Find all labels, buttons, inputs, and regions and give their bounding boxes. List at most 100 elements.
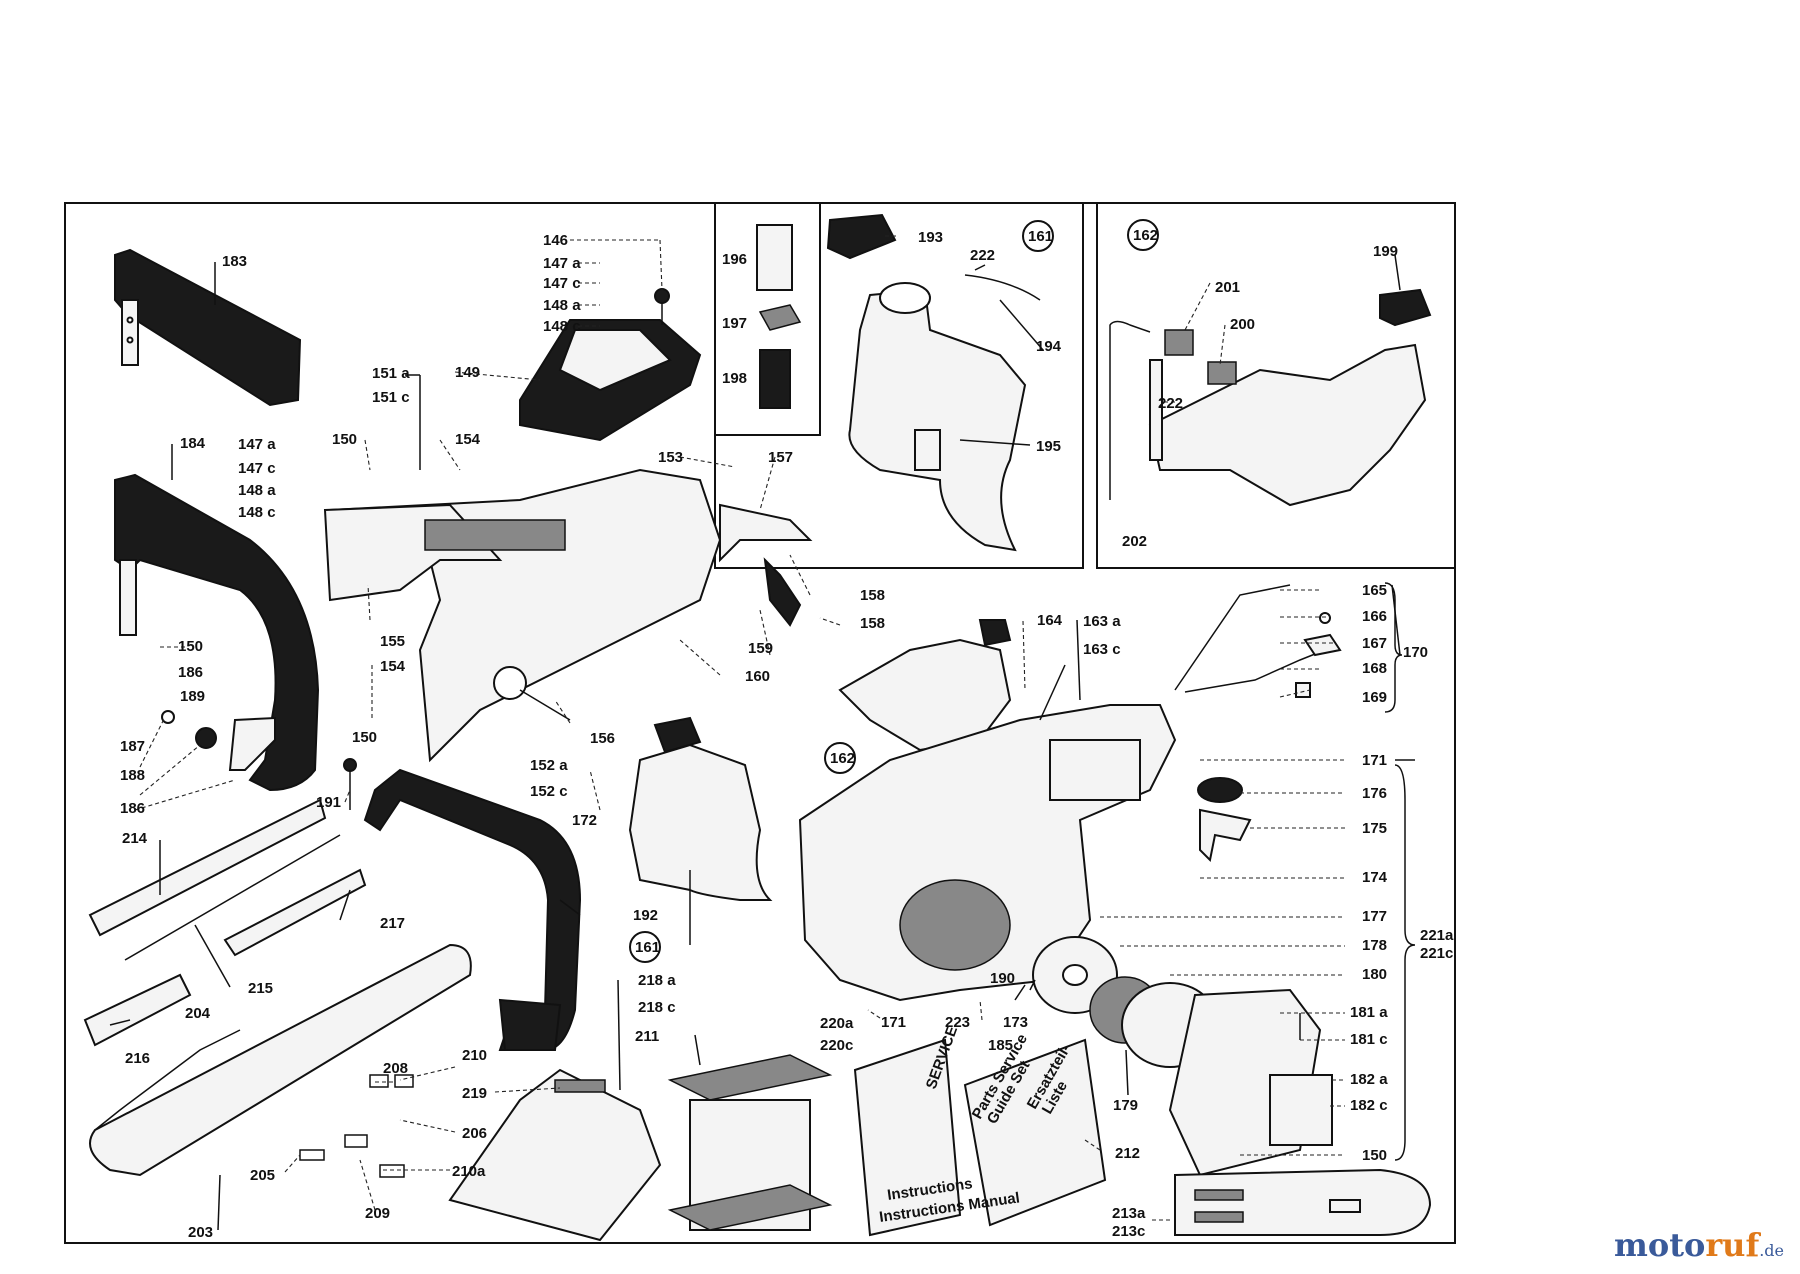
tools-214-217	[88, 798, 367, 961]
callout-155: 155	[380, 633, 405, 650]
callout-206: 206	[462, 1125, 487, 1142]
parts-artwork	[83, 213, 1432, 1242]
callout-170: 170	[1403, 644, 1428, 661]
callout-164: 164	[1037, 612, 1063, 629]
callout-199: 199	[1373, 243, 1398, 260]
throttle-157	[719, 503, 813, 627]
callout-171-b: 171	[881, 1014, 906, 1031]
grouping-braces	[1384, 582, 1416, 1161]
engine-housing-163	[798, 704, 1177, 1002]
callout-147a-top: 147 a	[543, 255, 581, 272]
callout-161-box: 161	[1028, 228, 1053, 245]
callout-220a: 220a	[820, 1015, 854, 1032]
callout-192: 192	[633, 907, 658, 924]
callout-209: 209	[365, 1205, 390, 1222]
callout-203: 203	[188, 1224, 213, 1241]
callout-circle-162-box	[1127, 219, 1159, 251]
oil-tank-lower	[838, 619, 1012, 752]
brand-name: motoruf	[1613, 1226, 1760, 1264]
callout-165: 165	[1362, 582, 1387, 599]
callout-166: 166	[1362, 608, 1387, 625]
callout-180: 180	[1362, 966, 1387, 983]
callout-158-a: 158	[860, 587, 885, 604]
callout-150-a: 150	[332, 431, 357, 448]
callout-189: 189	[180, 688, 205, 705]
callout-211: 211	[635, 1028, 659, 1045]
callout-177: 177	[1362, 908, 1387, 925]
callout-148c-top: 148 c	[543, 318, 581, 335]
brand-tld: .de	[1759, 1241, 1784, 1260]
callout-162-main: 162	[830, 750, 855, 767]
callout-148c: 148 c	[238, 504, 276, 521]
callout-147a: 147 a	[238, 436, 276, 453]
callout-191: 191	[316, 794, 341, 811]
callout-161-main: 161	[635, 939, 660, 956]
callout-220c: 220c	[820, 1037, 853, 1054]
callout-186-a: 186	[178, 664, 203, 681]
circled-callouts	[629, 219, 1159, 963]
callout-circle-161-main	[629, 931, 661, 963]
callout-222-a: 222	[970, 247, 995, 264]
callout-149: 149	[455, 364, 480, 381]
callout-202: 202	[1122, 533, 1147, 550]
fuel-tank-lower	[628, 716, 773, 901]
callout-176: 176	[1362, 785, 1387, 802]
front-handle-184	[114, 473, 320, 792]
callout-156: 156	[590, 730, 615, 747]
callout-184: 184	[180, 435, 206, 452]
callout-214: 214	[122, 830, 148, 847]
callout-circle-161-box	[1022, 220, 1054, 252]
callout-222-b: 222	[1158, 395, 1183, 412]
tool-bag-218	[448, 1068, 662, 1242]
callout-150-c: 150	[352, 729, 377, 746]
callout-201: 201	[1215, 279, 1240, 296]
oil-tank-162	[1109, 288, 1432, 507]
ignition-parts	[1174, 584, 1342, 698]
file-handle-216	[83, 973, 192, 1047]
callout-186-b: 186	[120, 800, 145, 817]
callout-151a: 151 a	[372, 365, 410, 382]
callout-197: 197	[722, 315, 747, 332]
callout-174: 174	[1362, 869, 1388, 886]
filters-196-198	[756, 224, 802, 409]
rear-handle-192	[363, 768, 582, 1051]
callout-210a: 210a	[452, 1163, 486, 1180]
callout-154-a: 154	[455, 431, 481, 448]
callout-146: 146	[543, 232, 568, 249]
callout-187: 187	[120, 738, 145, 755]
callout-159: 159	[748, 640, 773, 657]
callout-183: 183	[222, 253, 247, 270]
callout-160: 160	[745, 668, 770, 685]
callout-218a: 218 a	[638, 972, 676, 989]
brand-watermark: motoruf.de	[1614, 1226, 1784, 1264]
callout-152a: 152 a	[530, 757, 568, 774]
callout-173: 173	[1003, 1014, 1028, 1031]
callout-194: 194	[1036, 338, 1062, 355]
starter-parts	[1032, 777, 1333, 1177]
callout-188: 188	[120, 767, 145, 784]
callout-158-b: 158	[860, 615, 885, 632]
callout-205: 205	[250, 1167, 275, 1184]
callout-193: 193	[918, 229, 943, 246]
callout-labels: 146 147 a 147 c 148 a 148 c 149 151 a 15…	[120, 227, 1454, 1241]
callout-circle-162-main	[824, 742, 856, 774]
callout-163a: 163 a	[1083, 613, 1121, 630]
scabbard-213	[1174, 1168, 1432, 1236]
callout-154-b: 154	[380, 658, 406, 675]
callout-182a: 182 a	[1350, 1071, 1388, 1088]
callout-167: 167	[1362, 635, 1387, 652]
callout-221a: 221a	[1420, 927, 1454, 944]
callout-171-a: 171	[1362, 752, 1387, 769]
callout-219: 219	[462, 1085, 487, 1102]
callout-181a: 181 a	[1350, 1004, 1388, 1021]
callout-218c: 218 c	[638, 999, 676, 1016]
callout-162-box: 162	[1133, 227, 1158, 244]
callout-163c: 163 c	[1083, 641, 1121, 658]
callout-195: 195	[1036, 438, 1061, 455]
chain-guard-183	[114, 248, 302, 407]
callout-148a-top: 148 a	[543, 297, 581, 314]
screws-186-189	[161, 710, 276, 771]
callout-175: 175	[1362, 820, 1387, 837]
callout-182c: 182 c	[1350, 1097, 1388, 1114]
callout-208: 208	[383, 1060, 408, 1077]
